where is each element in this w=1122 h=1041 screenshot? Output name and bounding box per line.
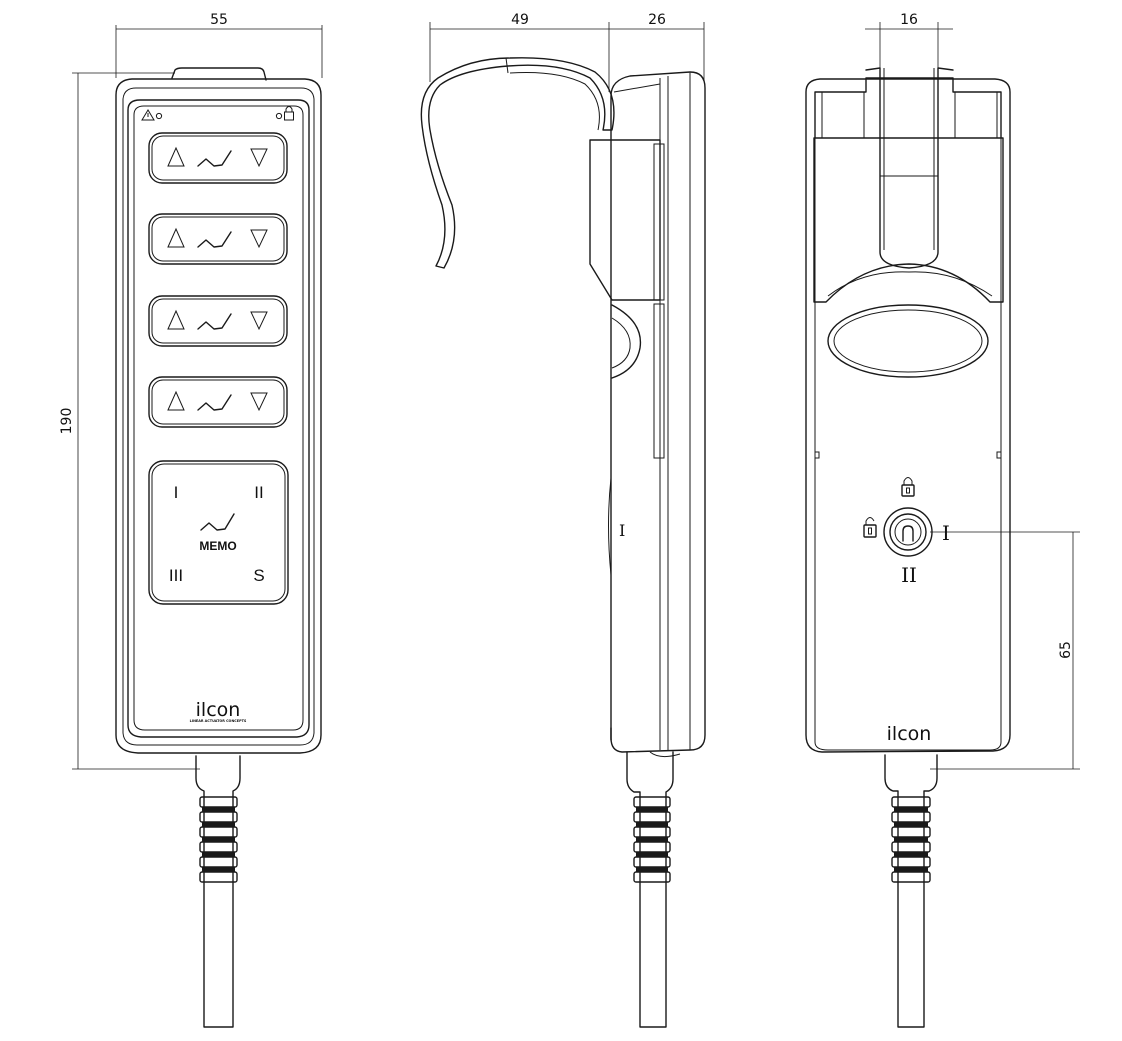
up-arrow-icon[interactable] xyxy=(167,146,185,167)
front-cable xyxy=(195,755,241,1028)
key-position-1: I xyxy=(942,521,950,545)
motor-button[interactable] xyxy=(148,295,288,347)
memo-label: MEMO xyxy=(199,539,236,553)
side-view: I xyxy=(420,57,706,1028)
front-view: I II MEMO III S ilcon LINEAR ACTUATOR CO… xyxy=(115,67,322,1028)
warning-icon xyxy=(141,109,155,121)
down-arrow-icon[interactable] xyxy=(250,148,268,168)
memo-slot-3[interactable]: III xyxy=(169,566,183,585)
motor-button[interactable] xyxy=(148,132,288,184)
up-arrow-icon[interactable] xyxy=(167,309,185,330)
back-grip-recess xyxy=(827,304,989,378)
key-position-2: II xyxy=(901,563,917,587)
bed-position-icon xyxy=(197,150,232,167)
side-clip-block xyxy=(589,139,661,301)
up-arrow-icon[interactable] xyxy=(167,227,185,248)
key-switch[interactable] xyxy=(883,507,933,557)
back-housing xyxy=(805,78,1011,753)
dim-clip-width: 16 xyxy=(900,12,918,28)
front-brand-logo: ilcon xyxy=(196,699,241,721)
bed-position-icon xyxy=(197,231,232,248)
bed-position-icon xyxy=(197,394,232,411)
down-arrow-icon[interactable] xyxy=(250,392,268,412)
down-arrow-icon[interactable] xyxy=(250,229,268,249)
side-hook xyxy=(420,57,615,269)
up-arrow-icon[interactable] xyxy=(167,390,185,411)
dim-body-depth: 26 xyxy=(648,12,666,28)
front-panel xyxy=(127,99,310,738)
back-view: I II ilcon xyxy=(805,67,1011,1028)
lock-open-icon xyxy=(863,517,877,538)
side-housing xyxy=(610,71,706,753)
lock-closed-icon xyxy=(284,106,294,121)
front-top-nub xyxy=(171,67,267,81)
dim-front-height: 190 xyxy=(59,408,75,435)
side-cable xyxy=(626,751,681,1028)
dim-key-height: 65 xyxy=(1058,641,1074,659)
front-brand-tagline: LINEAR ACTUATOR CONCEPTS xyxy=(190,719,247,723)
dim-front-width: 55 xyxy=(210,12,228,28)
side-grip xyxy=(611,304,642,379)
back-cable xyxy=(884,754,938,1028)
back-clip-frame xyxy=(814,77,1002,139)
bed-position-icon xyxy=(200,513,235,531)
front-housing xyxy=(115,78,322,754)
side-key-mark: I xyxy=(619,521,625,540)
motor-button[interactable] xyxy=(148,213,288,265)
back-hanger xyxy=(865,67,954,269)
status-led xyxy=(155,112,163,120)
lock-closed-icon xyxy=(901,477,915,497)
down-arrow-icon[interactable] xyxy=(250,311,268,331)
dim-hook-depth: 49 xyxy=(511,12,529,28)
memo-slot-2[interactable]: II xyxy=(254,483,263,502)
memo-button[interactable]: I II MEMO III S xyxy=(148,460,289,605)
motor-button[interactable] xyxy=(148,376,288,428)
back-brand-logo: ilcon xyxy=(887,723,932,745)
lock-led xyxy=(275,112,283,120)
back-clip-plate xyxy=(813,137,1004,303)
memo-slot-s[interactable]: S xyxy=(253,566,264,585)
memo-slot-1[interactable]: I xyxy=(174,483,179,502)
bed-position-icon xyxy=(197,313,232,330)
dimension-lines: 55 190 49 26 16 65 xyxy=(59,12,1080,770)
